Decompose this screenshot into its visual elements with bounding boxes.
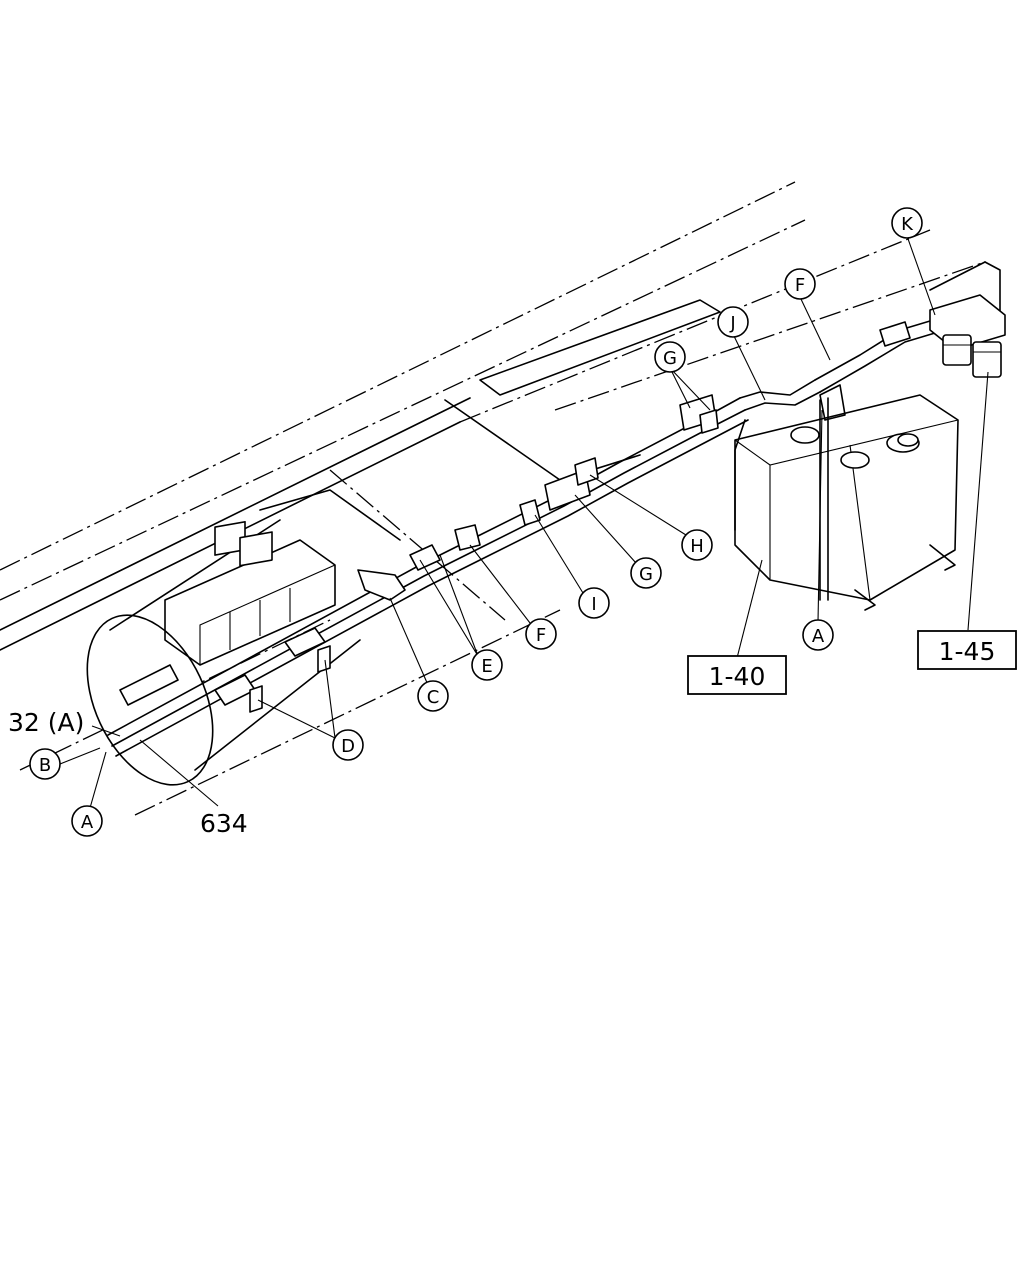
svg-text:A: A [81, 812, 94, 833]
svg-text:F: F [795, 275, 805, 296]
line-clips [214, 394, 719, 713]
callout-D: D [332, 729, 364, 761]
svg-text:E: E [481, 656, 492, 677]
svg-text:B: B [39, 755, 51, 776]
svg-text:K: K [901, 214, 914, 235]
svg-text:J: J [729, 313, 735, 334]
svg-text:I: I [591, 594, 596, 615]
svg-text:C: C [427, 687, 440, 708]
callout-I: I [578, 587, 610, 619]
section-ref-1-40: 1-40 [687, 655, 787, 695]
svg-text:D: D [341, 736, 355, 757]
svg-text:1-40: 1-40 [709, 662, 766, 691]
callout-E: E [471, 649, 503, 681]
callout-J: J [717, 306, 749, 338]
callout-G-lower: G [630, 557, 662, 589]
section-ref-1-45: 1-45 [917, 630, 1017, 670]
svg-text:H: H [690, 536, 704, 557]
fuel-tank [734, 384, 959, 611]
part-label-634: 634 [200, 809, 248, 838]
callout-C: C [417, 680, 449, 712]
callout-A-right: A [802, 619, 834, 651]
callout-H: H [681, 529, 713, 561]
svg-text:A: A [812, 626, 825, 647]
svg-text:F: F [536, 625, 546, 646]
callout-B: B [29, 748, 61, 780]
fuel-filter [879, 294, 1006, 378]
callout-F-upper: F [784, 268, 816, 300]
callout-G-upper: G [654, 341, 686, 373]
svg-text:G: G [639, 564, 653, 585]
leader-lines [59, 235, 989, 809]
svg-text:1-45: 1-45 [939, 637, 996, 666]
part-label-32A: 32 (A) [8, 708, 84, 737]
chassis-frame [0, 181, 1001, 816]
callout-K: K [891, 207, 923, 239]
callout-A-left: A [71, 805, 103, 837]
callout-F-lower: F [525, 618, 557, 650]
svg-text:G: G [663, 348, 677, 369]
